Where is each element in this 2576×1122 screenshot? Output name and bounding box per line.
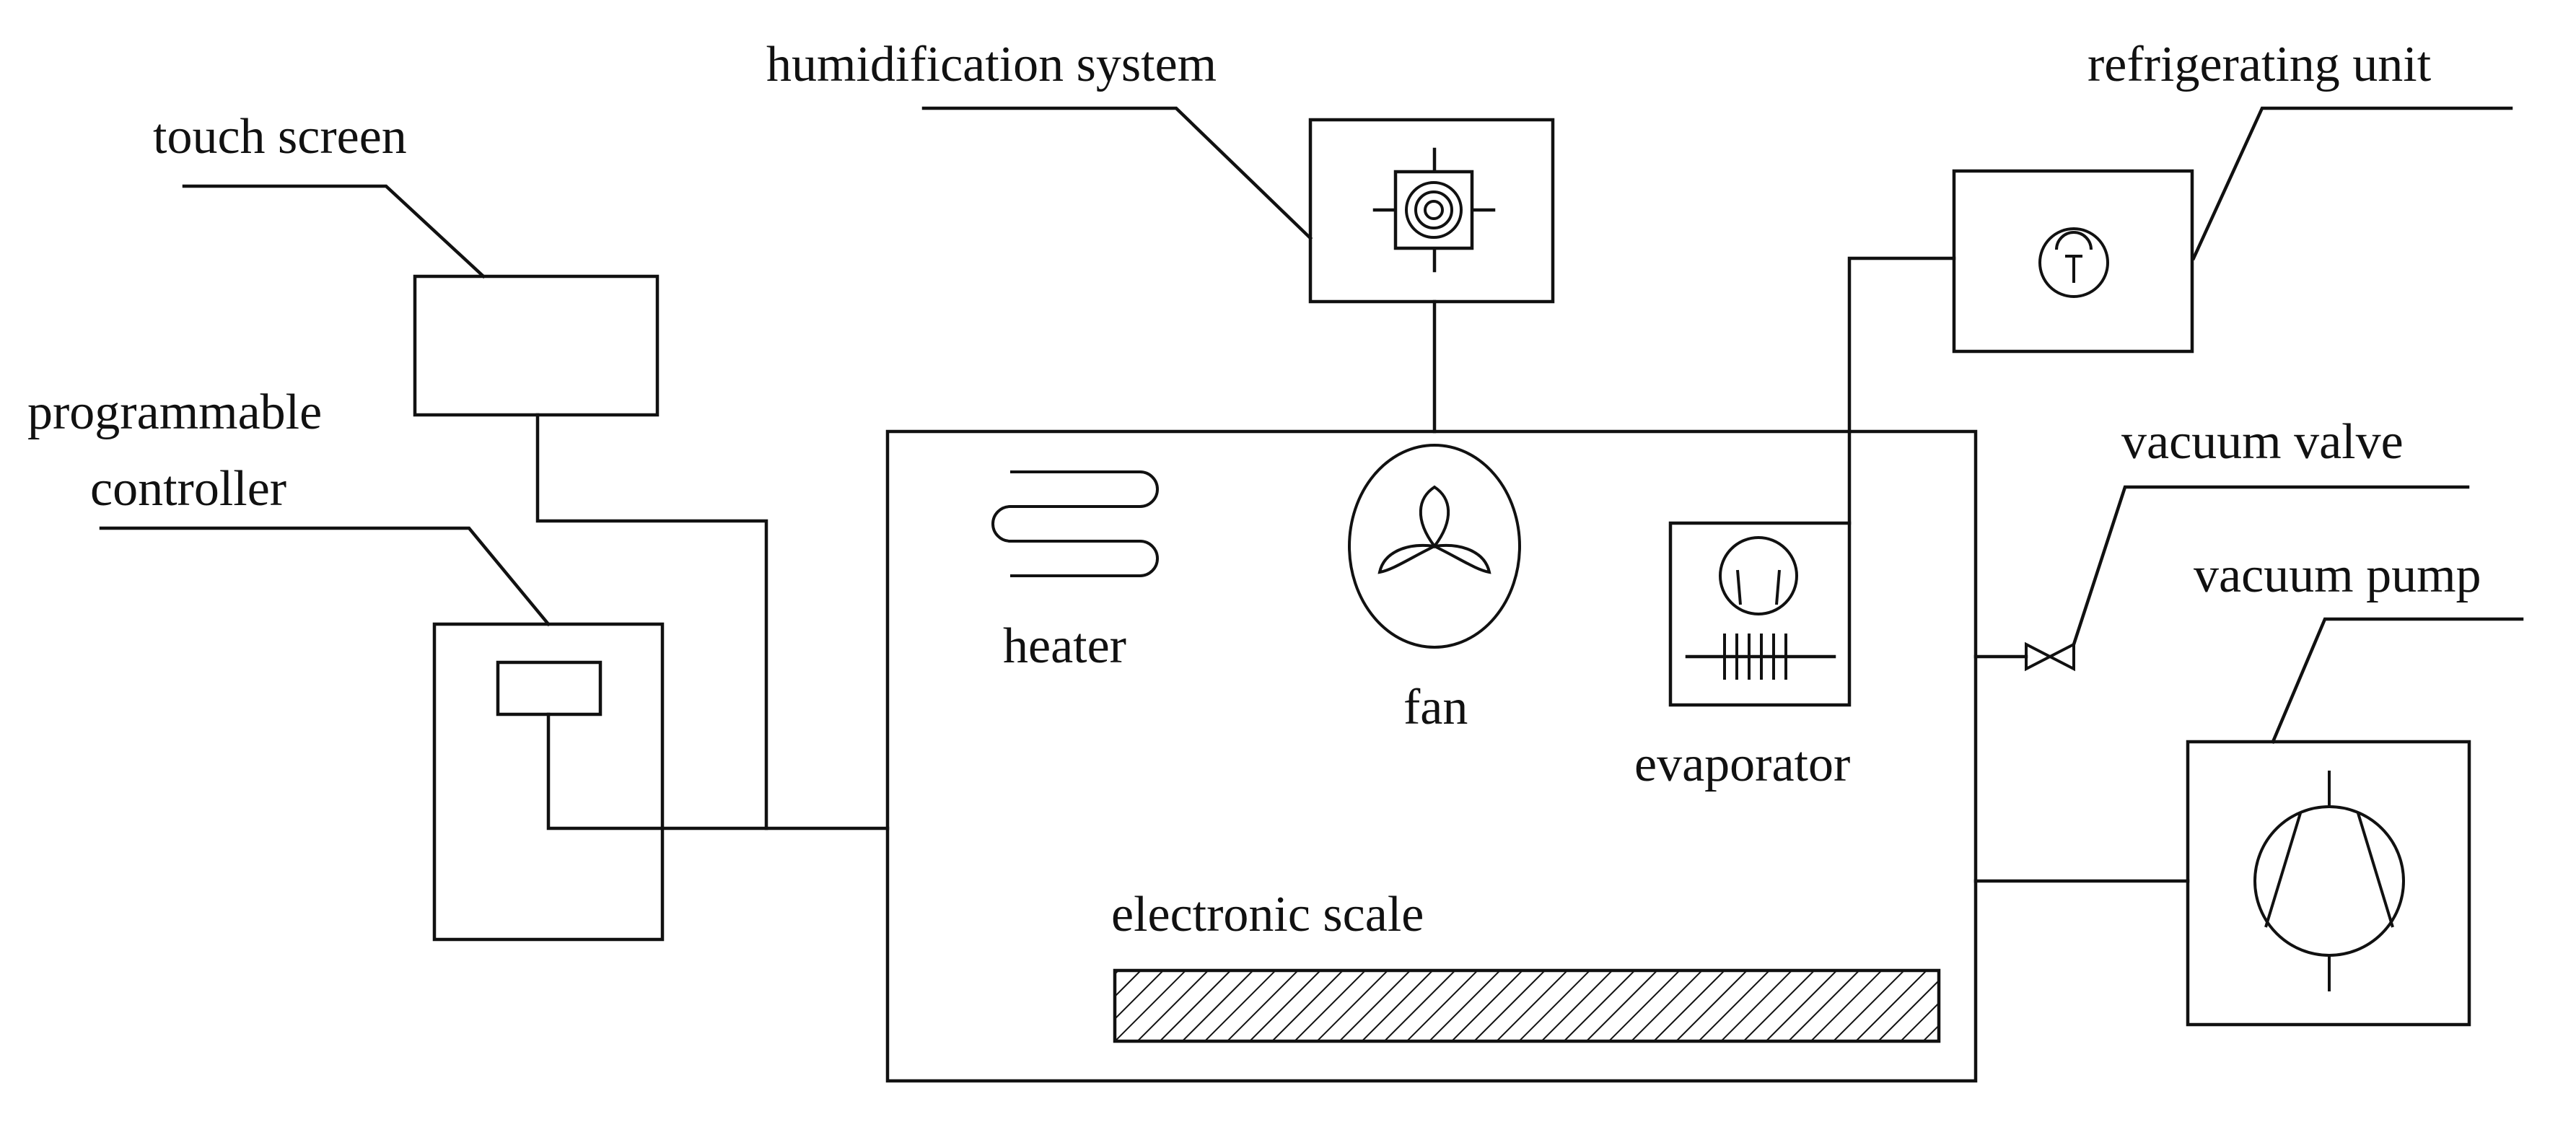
humidification-system-group: humidification system: [766, 37, 1555, 434]
controller-display: [496, 660, 603, 716]
heater-icon: [991, 470, 1159, 577]
evaporator-group: evaporator: [1634, 521, 1852, 792]
programmable-controller-group: programmable controller: [27, 385, 665, 942]
refrigerant-line: [1847, 256, 1956, 525]
humidification-label: humidification system: [766, 37, 1217, 92]
fan-group: fan: [1348, 444, 1521, 735]
electronic-scale-plate: [1113, 968, 1941, 1043]
vacuum-pump-label: vacuum pump: [2194, 548, 2481, 603]
refrigerating-unit-leader: [2191, 106, 2513, 260]
electronic-scale-label: electronic scale: [1111, 887, 1424, 942]
fan-icon: [1348, 444, 1521, 649]
touch-screen-label: touch screen: [153, 109, 407, 165]
vacuum-pump-group: vacuum pump: [1973, 548, 2524, 1027]
compressor-icon: [2038, 227, 2109, 298]
vacuum-valve-label: vacuum valve: [2121, 414, 2404, 470]
controller-label-line1: programmable: [27, 385, 322, 440]
refrigerating-unit-label: refrigerating unit: [2087, 37, 2432, 92]
touch-screen-group: touch screen: [153, 109, 660, 417]
fan-label: fan: [1403, 680, 1468, 735]
controller-wire: [546, 712, 890, 830]
vacuum-valve-group: vacuum valve: [1973, 414, 2470, 672]
humidifier-icon: [1393, 170, 1474, 250]
touch-screen-wire: [535, 413, 768, 830]
refrigerating-unit-group: refrigerating unit: [1847, 37, 2513, 525]
evaporator-icon: [1719, 536, 1798, 615]
controller-label-line2: controller: [90, 461, 286, 517]
heater-label: heater: [1003, 618, 1126, 674]
electronic-scale-group: electronic scale: [1111, 887, 1941, 1043]
touch-screen-leader: [182, 184, 486, 279]
controller-leader: [99, 526, 551, 627]
touch-screen-box: [413, 274, 660, 417]
vacuum-valve-icon: [2025, 641, 2075, 672]
evaporator-fins: [1723, 634, 1787, 680]
vacuum-valve-leader: [2072, 485, 2470, 647]
vacuum-pump-leader: [2271, 617, 2524, 744]
heater-group: heater: [991, 470, 1159, 674]
evaporator-label: evaporator: [1634, 737, 1850, 792]
humidifier-leader: [921, 106, 1313, 241]
